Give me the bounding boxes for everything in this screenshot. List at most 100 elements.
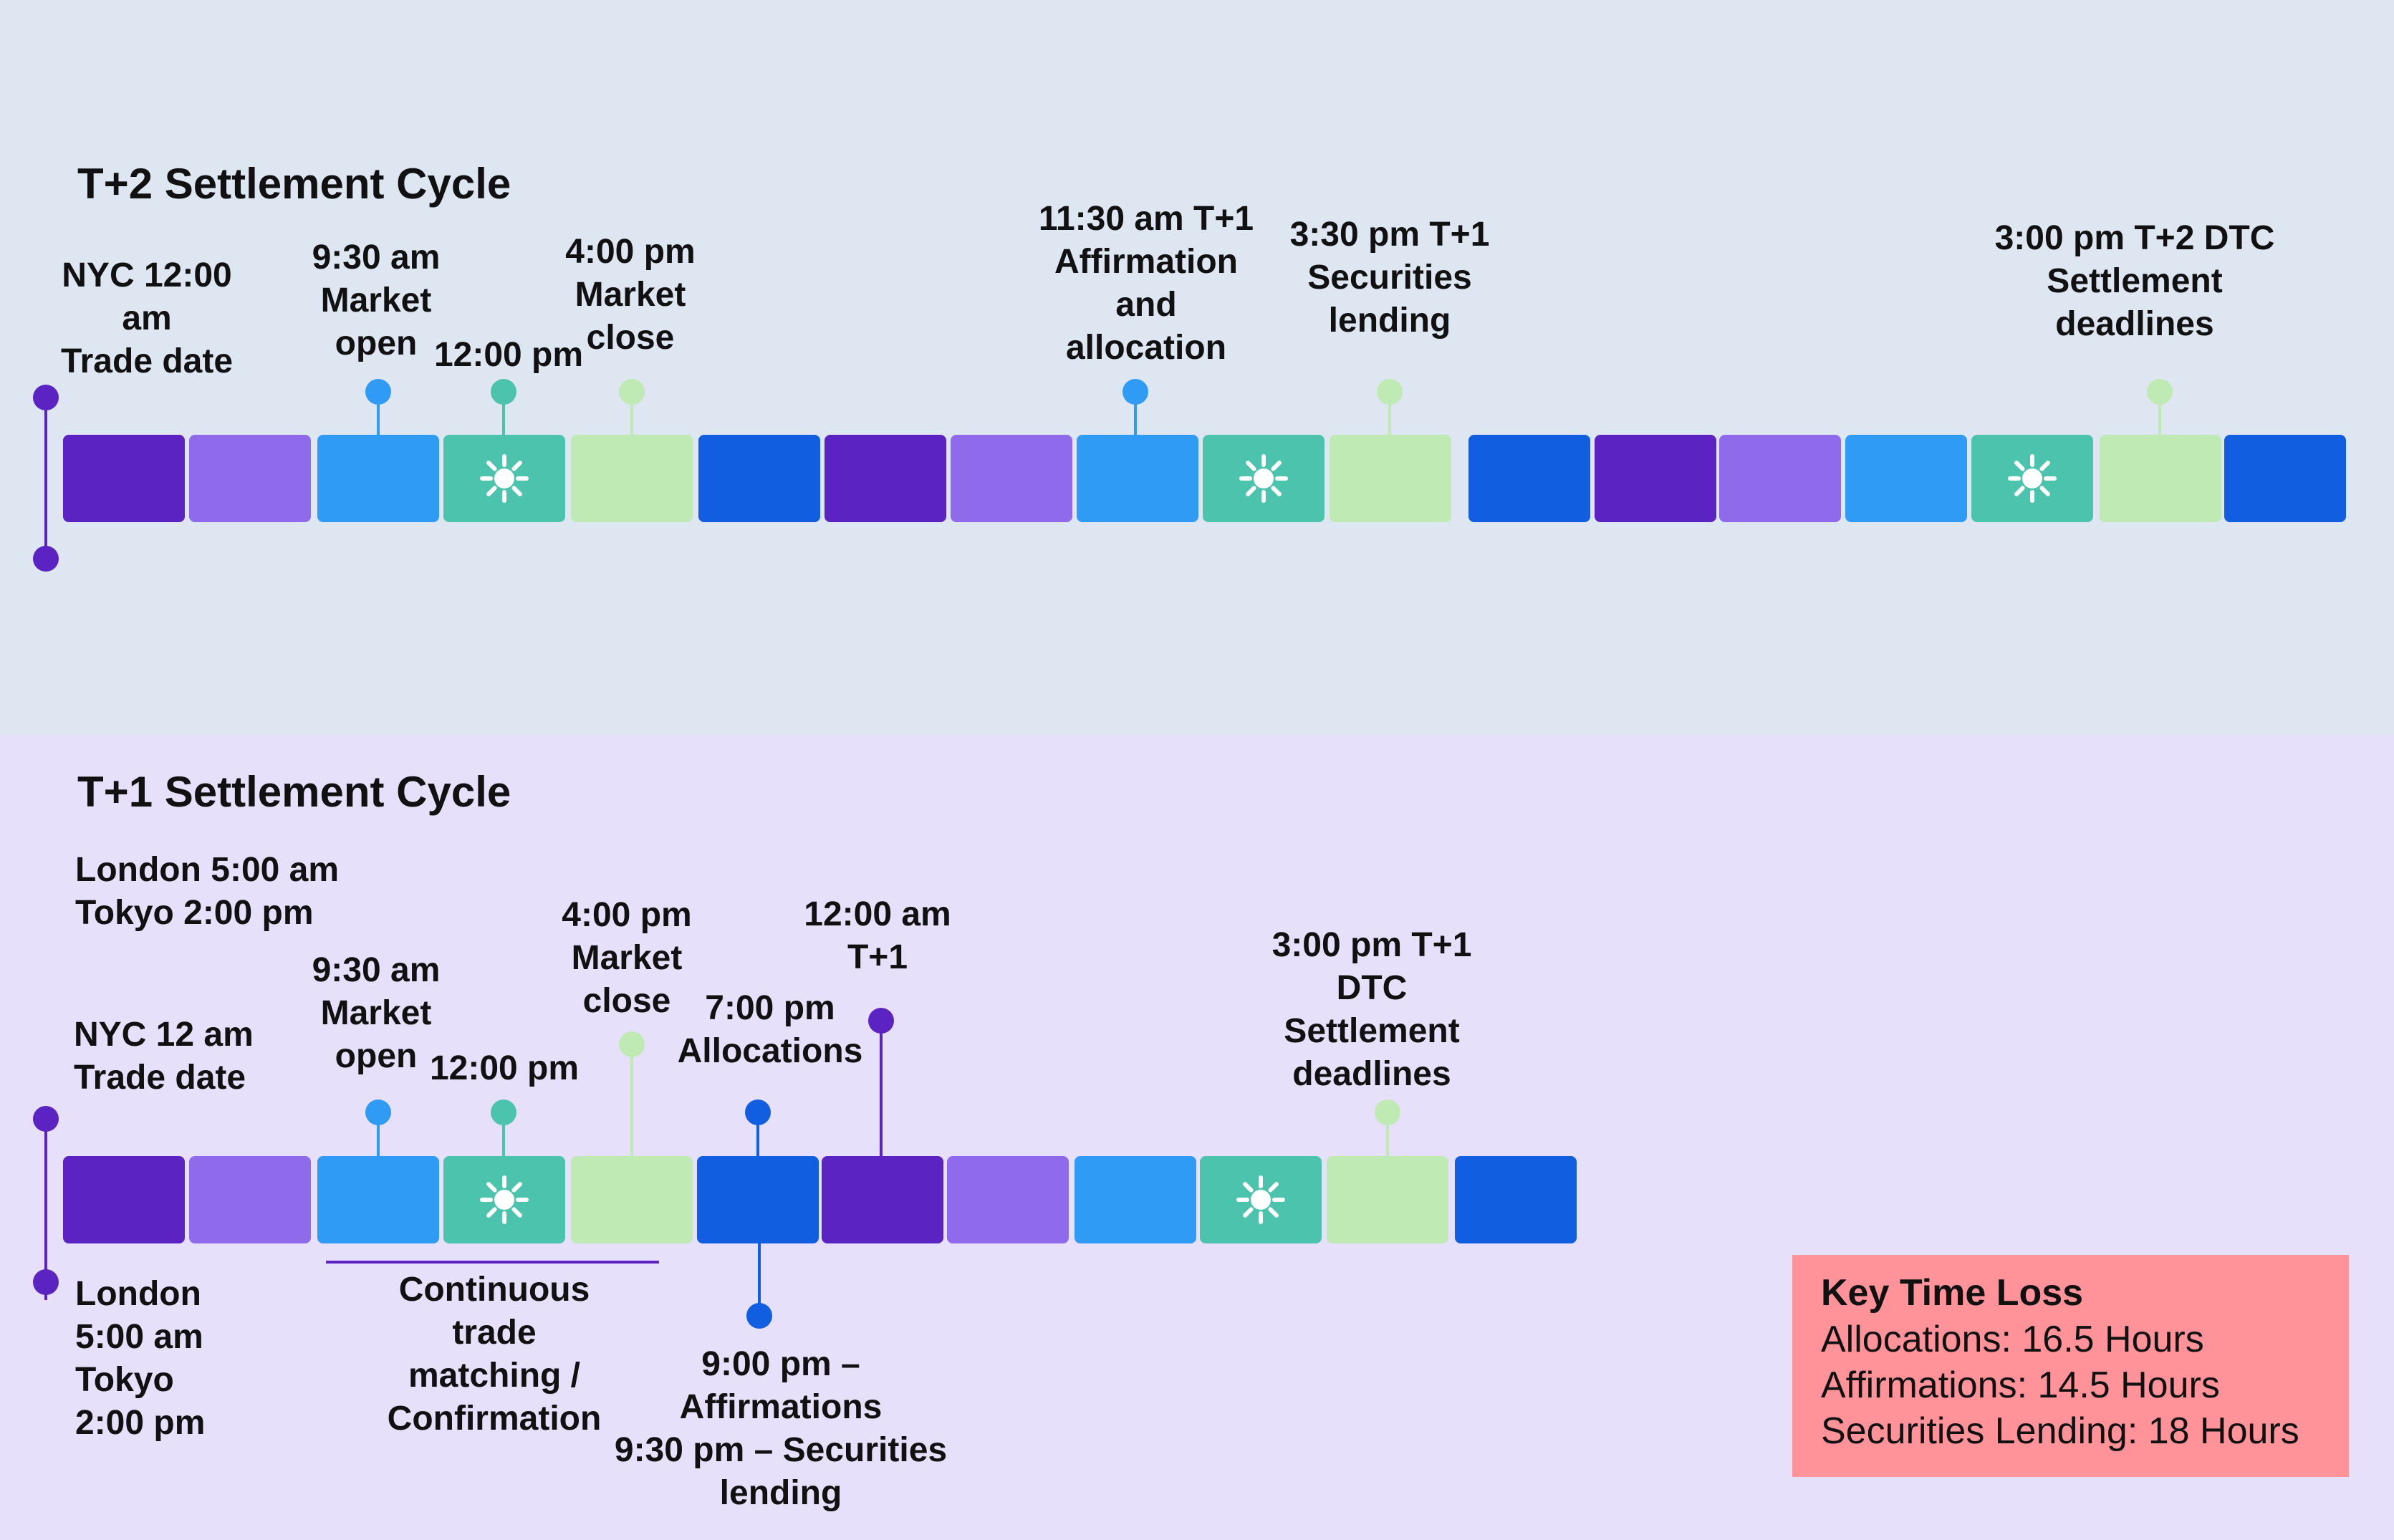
t1-segment-early-morning <box>947 1156 1069 1243</box>
t2-market-open-label: 9:30 am Market open <box>312 239 441 362</box>
sun-icon <box>480 1175 529 1224</box>
t2-noon-marker-stem <box>502 392 505 435</box>
t2-trade-date-bottom-dot <box>33 546 59 572</box>
t1-segment-afternoon <box>1327 1156 1448 1243</box>
t2-lending-marker-stem <box>1388 392 1391 435</box>
t1-market-close-marker-stem <box>630 1044 633 1156</box>
t2-segment-morning <box>317 435 439 522</box>
t2-noon-label: 12:00 pm <box>433 336 584 374</box>
t2-segment-night <box>825 435 946 522</box>
t2-market-open-marker-stem <box>377 392 380 435</box>
t2-dtc-marker-dot <box>2147 379 2173 405</box>
sun-icon <box>1239 454 1288 503</box>
t1-segment-early-morning <box>189 1156 311 1243</box>
key-time-loss-box: Key Time Loss Allocations: 16.5 Hours Af… <box>1792 1255 2349 1477</box>
t1-affirmations-lending-label: 9:00 pm – Affirmations 9:30 pm – Securit… <box>614 1345 948 1512</box>
t1-noon-marker-dot <box>491 1099 516 1125</box>
sun-icon <box>2008 454 2057 503</box>
t2-segment-morning <box>1077 435 1198 522</box>
t1-segment-evening <box>697 1156 819 1243</box>
t1-segment-afternoon <box>571 1156 693 1243</box>
t2-segment-midday <box>1203 435 1325 522</box>
t2-market-close-label: 4:00 pm Market close <box>565 233 696 357</box>
t2-dtc-marker-stem <box>2158 392 2161 435</box>
key-item-securities-lending: Securities Lending: 18 Hours <box>1821 1410 2299 1452</box>
t1-london-tokyo-top-label: London 5:00 am Tokyo 2:00 pm <box>75 851 340 932</box>
t2-segment-evening <box>698 435 820 522</box>
t2-segment-afternoon <box>2100 435 2221 522</box>
t1-allocations-label: 7:00 pm Allocations <box>677 989 863 1070</box>
sun-icon <box>1236 1175 1285 1224</box>
t1-continuous-matching-label: Continuous trade matching / Confirmation <box>387 1271 602 1438</box>
t1-segment-morning <box>1075 1156 1196 1243</box>
sun-icon <box>480 454 529 503</box>
t2-title: T+2 Settlement Cycle <box>77 160 511 208</box>
t2-segment-early-morning <box>1719 435 1841 522</box>
t2-segment-midday <box>1971 435 2093 522</box>
t2-segment-night <box>1595 435 1716 522</box>
t2-dtc-label: 3:00 pm T+2 DTC Settlement deadlines <box>1994 219 2275 343</box>
t2-segment-early-morning <box>951 435 1072 522</box>
continuous-matching-bracket <box>326 1261 659 1264</box>
t1-midnight-marker-stem <box>880 1021 883 1156</box>
t1-trade-date-top-dot <box>33 1106 59 1132</box>
t1-market-open-marker-stem <box>377 1112 380 1156</box>
t2-segment-evening <box>1468 435 1590 522</box>
t1-market-close-label: 4:00 pm Market close <box>562 896 692 1020</box>
t1-dtc-marker-dot <box>1375 1099 1400 1125</box>
t1-london-tokyo-bottom-label: London 5:00 am Tokyo 2:00 pm <box>75 1275 206 1442</box>
t1-segment-night <box>63 1156 185 1243</box>
moon-icon <box>867 1177 890 1223</box>
key-item-affirmations: Affirmations: 14.5 Hours <box>1821 1365 2220 1406</box>
t1-dtc-label: 3:00 pm T+1 DTC Settlement deadlines <box>1271 926 1472 1093</box>
t1-midnight-marker-dot <box>868 1008 894 1034</box>
moon-icon <box>870 456 893 501</box>
t1-noon-marker-stem <box>502 1112 505 1156</box>
t2-market-close-marker-stem <box>630 392 633 435</box>
t1-segment-night <box>822 1156 943 1243</box>
t2-segment-afternoon <box>1330 435 1451 522</box>
t1-segment-morning <box>317 1156 439 1243</box>
t1-trade-date-label: NYC 12 am Trade date <box>74 1016 254 1097</box>
t1-dtc-marker-stem <box>1386 1112 1389 1156</box>
t1-segment-evening <box>1455 1156 1577 1243</box>
key-title: Key Time Loss <box>1821 1272 2084 1314</box>
moon-icon <box>1640 456 1663 501</box>
t1-segment-midday <box>1200 1156 1322 1243</box>
t2-segment-afternoon <box>571 435 693 522</box>
t2-segment-night <box>63 435 185 522</box>
t1-market-open-label: 9:30 am Market open <box>312 951 441 1075</box>
t1-allocations-marker-dot <box>745 1099 771 1125</box>
t2-trade-date-top-dot <box>33 385 59 410</box>
moon-icon <box>109 1177 132 1223</box>
t2-panel: T+2 Settlement Cycle NYC 12:00 am Trade … <box>0 0 2394 734</box>
t2-start-axis <box>44 398 47 559</box>
t2-noon-marker-dot <box>491 379 516 405</box>
t1-market-close-marker-dot <box>619 1031 645 1057</box>
t1-market-open-marker-dot <box>365 1099 391 1125</box>
t1-trade-date-bottom-dot <box>33 1269 59 1295</box>
t1-segment-midday <box>443 1156 565 1243</box>
t2-segment-midday <box>443 435 565 522</box>
t2-affirmation-label: 11:30 am T+1 Affirmation and allocation <box>1038 200 1254 367</box>
t2-market-open-marker-dot <box>365 379 391 405</box>
t2-segment-morning <box>1845 435 1967 522</box>
t1-midnight-label: 12:00 am T+1 <box>804 895 951 976</box>
t1-start-axis <box>44 1119 47 1300</box>
moon-icon <box>109 456 132 501</box>
t2-affirmation-marker-stem <box>1134 392 1137 435</box>
t2-market-close-marker-dot <box>619 379 645 405</box>
t1-panel: T+1 Settlement Cycle London 5:00 am Toky… <box>0 734 2394 1540</box>
t1-noon-label: 12:00 pm <box>429 1049 580 1087</box>
t2-affirmation-marker-dot <box>1123 379 1148 405</box>
t2-lending-marker-dot <box>1377 379 1403 405</box>
t1-affirmations-marker-dot <box>746 1303 772 1329</box>
key-item-allocations: Allocations: 16.5 Hours <box>1821 1319 2204 1360</box>
t1-allocations-marker-stem <box>756 1112 759 1156</box>
t2-segment-early-morning <box>189 435 311 522</box>
t1-affirmations-marker-stem <box>758 1243 761 1316</box>
t2-segment-evening <box>2224 435 2346 522</box>
t1-title: T+1 Settlement Cycle <box>77 768 511 816</box>
t2-trade-date-label: NYC 12:00 am Trade date <box>60 256 234 380</box>
t2-lending-label: 3:30 pm T+1 Securities lending <box>1289 216 1490 340</box>
